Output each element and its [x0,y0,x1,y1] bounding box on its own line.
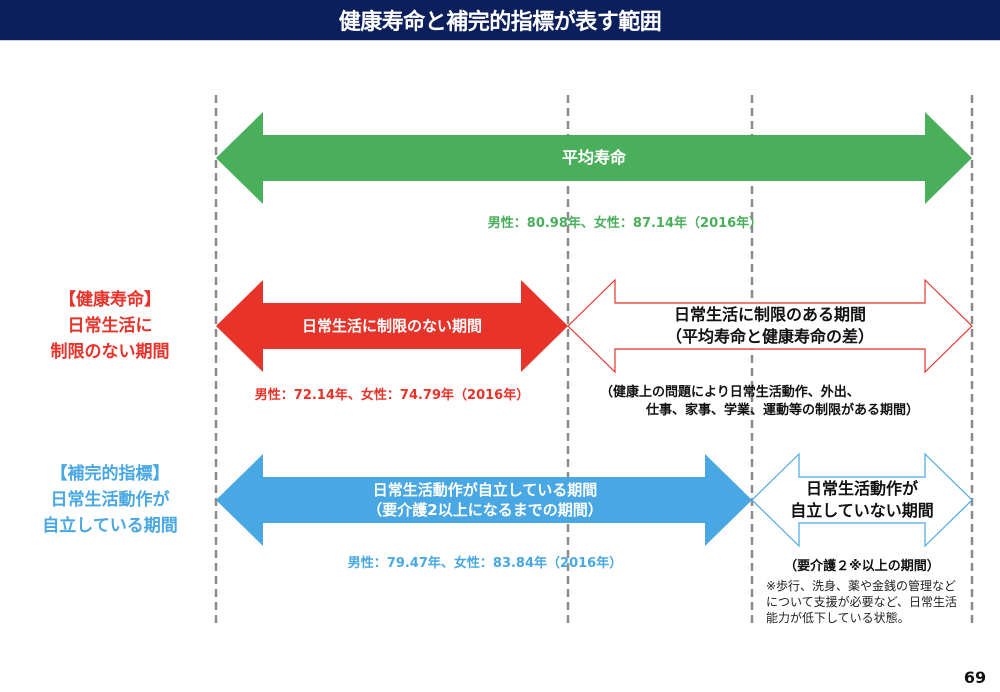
slide-title: 健康寿命と補完的指標が表す範囲 [338,10,662,35]
independent-period-label-line: （要介護2以上になるまでの期間） [367,501,603,519]
healthy-life-side-label-line: 日常生活に [67,316,153,336]
dependent-period-label-line: 日常生活動作が [805,479,918,498]
page-number: 69 [963,668,987,687]
average-life-arrow [216,112,972,204]
limited-period-note-line: （健康上の問題により日常生活動作、外出、 [600,385,860,400]
limited-period-note-line: 仕事、家事、学業、運動等の制限がある期間） [646,403,920,418]
complementary-side-label-line: 日常生活動作が [50,490,170,510]
average-life-stats: 男性：80.98年、女性：87.14年（2016年） [487,216,763,231]
healthy-life-side-label-line: 制限のない期間 [50,342,170,362]
complementary-side-label: 【補完的指標】 日常生活動作が 自立している期間 [10,461,210,539]
independent-period-label-line: 日常生活動作が自立している期間 [372,481,598,499]
healthy-life-side-label-line: 【健康寿命】 [59,290,161,310]
slide-header: 健康寿命と補完的指標が表す範囲 [0,0,1000,41]
dependent-period-arrow [751,452,973,548]
healthy-life-stats: 男性：72.14年、女性：74.79年（2016年） [254,388,530,403]
limited-period-label-line: （平均寿命と健康寿命の差） [665,327,874,346]
healthy-life-arrow-label: 日常生活に制限のない期間 [301,317,482,335]
dependent-period-arrow-label: 日常生活動作が 自立していない期間 [752,478,972,522]
average-life-arrow-label: 平均寿命 [561,148,626,167]
care-level-footnote: ※歩行、洗身、薬や金銭の管理などについて支援が必要など、日常生活能力が低下してい… [766,579,958,625]
limited-period-arrow-label: 日常生活に制限のある期間 （平均寿命と健康寿命の差） [568,304,972,348]
limited-period-note: （健康上の問題により日常生活動作、外出、 仕事、家事、学業、運動等の制限がある期… [600,384,919,420]
complementary-side-label-line: 自立している期間 [42,516,178,536]
dependent-period-label-line: 自立していない期間 [790,501,934,520]
complementary-side-label-line: 【補完的指標】 [50,464,170,484]
dependent-period-note: （要介護２※以上の期間） [784,559,940,574]
limited-period-arrow [567,278,973,374]
independent-period-arrow [216,454,752,546]
complementary-stats: 男性：79.47年、女性：83.84年（2016年） [347,556,623,571]
healthy-life-side-label: 【健康寿命】 日常生活に 制限のない期間 [20,287,200,365]
limited-period-label-line: 日常生活に制限のある期間 [673,305,866,324]
healthy-life-arrow [216,280,568,372]
independent-period-arrow-label: 日常生活動作が自立している期間 （要介護2以上になるまでの期間） [240,480,730,520]
